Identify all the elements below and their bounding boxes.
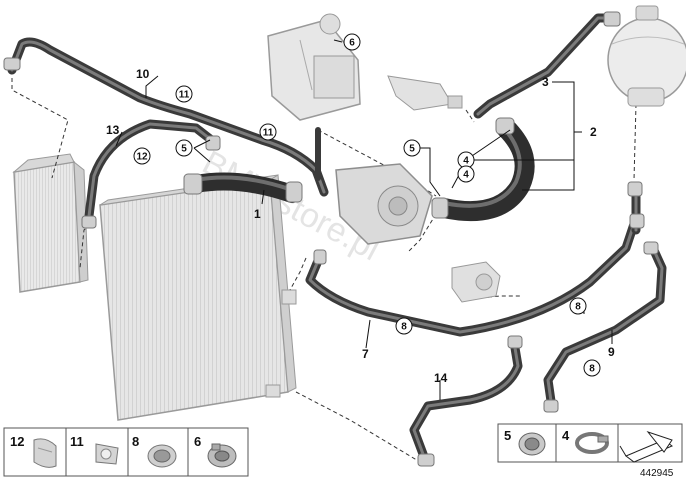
circled-callout-4b: 4 <box>457 165 475 183</box>
spring-clamp-5-icon <box>518 432 546 456</box>
legend-number-6: 6 <box>194 434 201 449</box>
callout-1: 1 <box>254 207 261 221</box>
hose-clamp-6-icon <box>207 443 237 468</box>
hose-clamp-8-icon <box>147 444 177 468</box>
legend-left: 12 11 8 6 <box>3 427 249 477</box>
legend-number-11: 11 <box>70 434 84 449</box>
auxiliary-water-pump <box>451 261 501 303</box>
legend-number-12: 12 <box>10 434 24 449</box>
thermostat-housing <box>387 75 463 111</box>
legend-number-5: 5 <box>504 428 511 443</box>
callout-9: 9 <box>608 345 615 359</box>
callout-4-upper: 4 <box>463 156 469 167</box>
callout-12: 12 <box>136 152 148 163</box>
circled-callout-8c: 8 <box>583 359 601 377</box>
diagram-id: 442945 <box>640 468 674 479</box>
legend-number-8: 8 <box>132 434 139 449</box>
circled-callout-6: 6 <box>343 33 361 51</box>
callout-4-lower: 4 <box>463 170 469 181</box>
circled-callout-8b: 8 <box>395 317 413 335</box>
circled-callout-5a: 5 <box>175 139 193 157</box>
clip-11-icon <box>95 443 119 465</box>
electric-coolant-pump-module <box>267 13 361 121</box>
circled-callout-8a: 8 <box>569 297 587 315</box>
callout-2: 2 <box>590 125 597 139</box>
callout-11-lower: 11 <box>263 128 274 139</box>
arrow-symbol-icon <box>619 430 673 463</box>
callout-lines <box>115 39 613 400</box>
legend-number-4: 4 <box>562 428 570 443</box>
water-pump <box>335 163 433 245</box>
hoses <box>7 13 667 467</box>
callout-5-right: 5 <box>409 144 415 155</box>
callout-11-top: 11 <box>179 90 190 101</box>
expansion-tank <box>607 5 686 107</box>
circled-callout-11b: 11 <box>259 123 277 141</box>
hose-fittings <box>3 11 659 467</box>
circled-callout-12: 12 <box>133 147 151 165</box>
callout-13: 13 <box>106 123 120 137</box>
circled-callout-5b: 5 <box>403 139 421 157</box>
auxiliary-radiator <box>12 153 89 293</box>
callout-8-right: 8 <box>575 302 581 313</box>
callout-10: 10 <box>136 67 150 81</box>
callout-8-center: 8 <box>401 322 407 333</box>
callout-14: 14 <box>434 371 448 385</box>
callout-8-lower: 8 <box>589 364 595 375</box>
circled-callout-11a: 11 <box>175 85 193 103</box>
callout-6: 6 <box>349 38 355 49</box>
callout-7: 7 <box>362 347 369 361</box>
clip-12-icon <box>33 438 57 468</box>
legend-right: 5 4 <box>497 423 683 463</box>
callout-3: 3 <box>542 75 549 89</box>
callout-5-left: 5 <box>181 144 187 155</box>
band-clamp-4-icon <box>575 432 609 454</box>
radiator <box>99 174 297 421</box>
